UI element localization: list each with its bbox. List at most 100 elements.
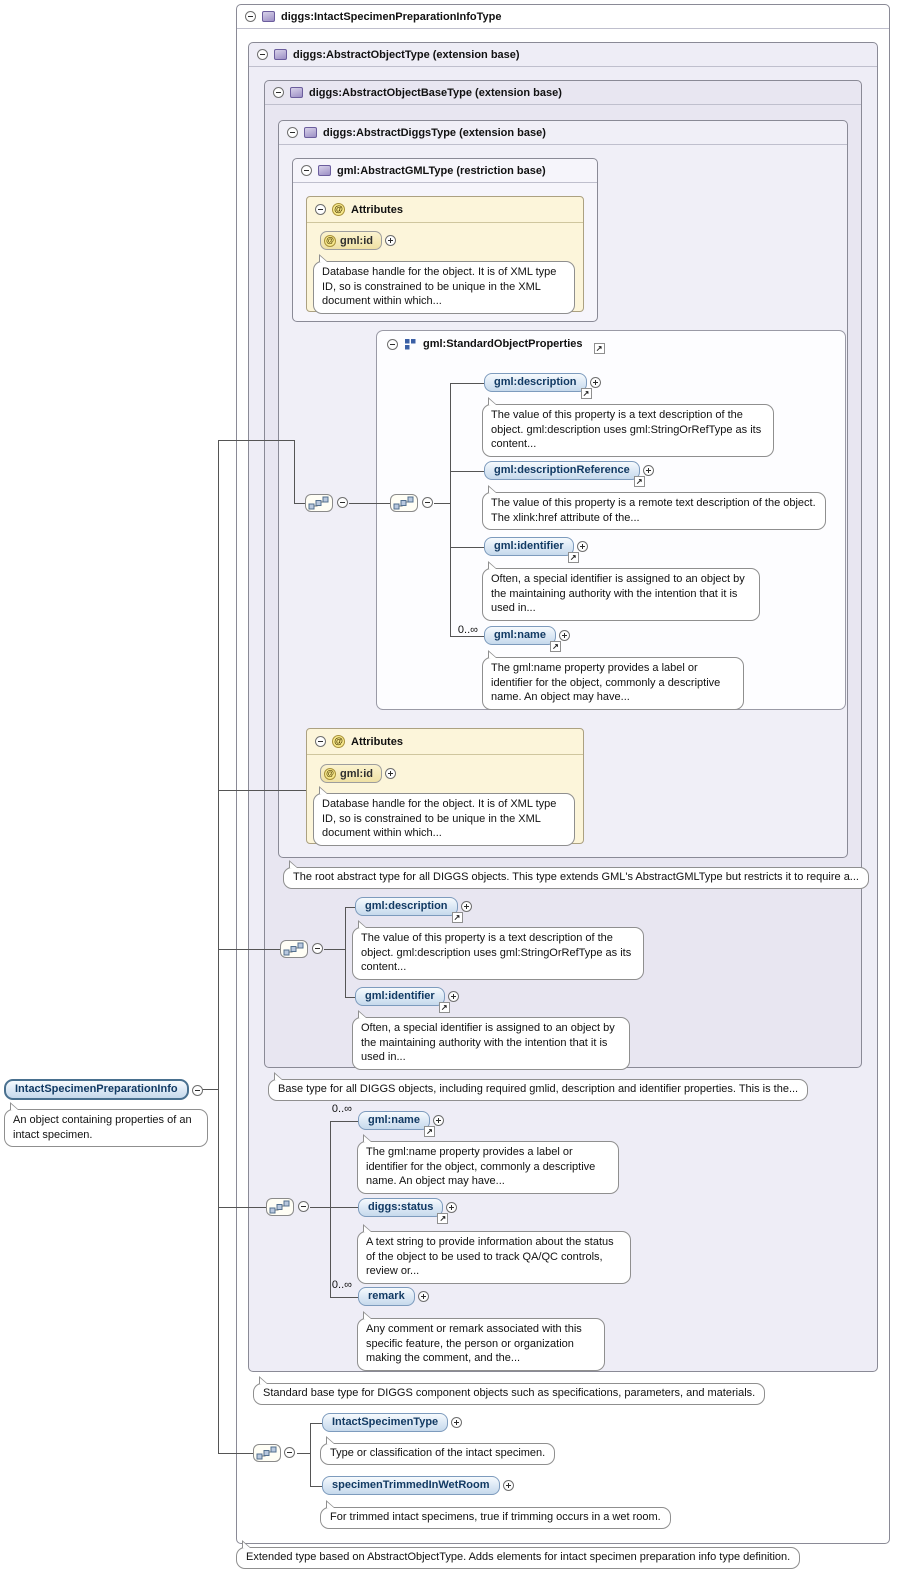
expand-toggle-icon[interactable] (447, 991, 459, 1002)
element-diggs-status[interactable]: diggs:status ↗ (358, 1198, 458, 1224)
collapse-toggle-icon[interactable] (245, 11, 256, 22)
collapse-toggle-icon[interactable] (315, 204, 326, 215)
collapse-toggle-icon[interactable] (273, 87, 284, 98)
jump-to-definition-icon[interactable]: ↗ (567, 552, 579, 563)
collapse-toggle-icon[interactable] (337, 497, 348, 508)
element-gml-name[interactable]: gml:name ↗ (484, 626, 570, 652)
element-gml-identifier[interactable]: gml:identifier ↗ (355, 987, 459, 1013)
sequence-compositor-icon[interactable] (305, 494, 333, 512)
attribute-gml-id[interactable]: @ gml:id (320, 764, 396, 783)
expand-toggle-icon[interactable] (446, 1202, 458, 1213)
type-box-abstract-object-type-header: diggs:AbstractObjectType (extension base… (249, 43, 877, 67)
expand-toggle-icon[interactable] (417, 1291, 429, 1302)
type-title-abstract-diggs-type: diggs:AbstractDiggsType (extension base) (323, 126, 546, 139)
connector-line (324, 949, 345, 950)
annotation-note-abstract-object-base-type: Base type for all DIGGS objects, includi… (268, 1072, 809, 1101)
element-gml-description-reference[interactable]: gml:descriptionReference ↗ (484, 461, 654, 487)
collapse-toggle-icon[interactable] (257, 49, 268, 60)
model-group-icon (404, 338, 417, 351)
annotation-note-gml-description-reference: The value of this property is a remote t… (482, 485, 826, 530)
attribute-label: gml:id (340, 234, 373, 247)
jump-to-definition-icon[interactable]: ↗ (437, 1213, 449, 1224)
expand-toggle-icon[interactable] (589, 377, 601, 388)
annotation-note-remark: Any comment or remark associated with th… (357, 1311, 605, 1371)
element-remark[interactable]: remark (358, 1287, 429, 1306)
attribute-gml-id[interactable]: @ gml:id (320, 231, 396, 250)
expand-toggle-icon[interactable] (451, 1417, 463, 1428)
expand-toggle-icon[interactable] (502, 1480, 514, 1491)
expand-toggle-icon[interactable] (558, 630, 570, 641)
connector-line (297, 1453, 310, 1454)
element-label: gml:name (368, 1114, 420, 1126)
complex-type-icon (290, 87, 303, 98)
jump-to-definition-icon[interactable]: ↗ (633, 476, 645, 487)
collapse-toggle-icon[interactable] (298, 1201, 309, 1212)
element-gml-name[interactable]: gml:name ↗ (358, 1111, 444, 1137)
connector-line (294, 440, 295, 503)
type-title-abstract-object-type: diggs:AbstractObjectType (extension base… (293, 48, 520, 61)
complex-type-icon (304, 127, 317, 138)
group-box-header: gml:StandardObjectProperties ↗ (377, 331, 845, 357)
annotation-note-intact-specimen-type: Type or classification of the intact spe… (320, 1436, 556, 1465)
expand-toggle-icon[interactable] (385, 235, 396, 246)
annotation-note-abstract-object-type: Standard base type for DIGGS component o… (253, 1376, 766, 1405)
collapse-toggle-icon[interactable] (301, 165, 312, 176)
element-gml-description[interactable]: gml:description ↗ (355, 897, 472, 923)
cardinality-label: 0..∞ (457, 624, 478, 636)
jump-to-definition-icon[interactable]: ↗ (423, 1126, 435, 1137)
type-title-abstract-object-base-type: diggs:AbstractObjectBaseType (extension … (309, 86, 562, 99)
connector-line (310, 1423, 311, 1487)
jump-to-definition-icon[interactable]: ↗ (438, 1002, 450, 1013)
collapse-toggle-icon[interactable] (287, 127, 298, 138)
expand-toggle-icon[interactable] (460, 901, 472, 912)
element-gml-identifier[interactable]: gml:identifier ↗ (484, 537, 588, 563)
annotation-note-abstract-diggs-type: The root abstract type for all DIGGS obj… (283, 860, 869, 889)
element-label: gml:identifier (494, 540, 564, 552)
annotation-note-gml-identifier: Often, a special identifier is assigned … (482, 561, 760, 621)
expand-toggle-icon[interactable] (576, 541, 588, 552)
expand-toggle-icon[interactable] (385, 768, 396, 779)
annotation-note-gml-name: The gml:name property provides a label o… (357, 1134, 619, 1194)
connector-line (218, 949, 280, 950)
collapse-toggle-icon[interactable] (284, 1447, 295, 1458)
connector-line (450, 547, 484, 548)
sequence-compositor-icon[interactable] (390, 494, 418, 512)
element-intact-specimen-type[interactable]: IntactSpecimenType (322, 1413, 463, 1432)
annotation-note-element: An object containing properties of an in… (4, 1102, 208, 1147)
connector-line (450, 383, 484, 384)
element-intact-specimen-preparation-info[interactable]: IntactSpecimenPreparationInfo (4, 1079, 203, 1100)
collapse-toggle-icon[interactable] (422, 497, 433, 508)
jump-to-definition-icon[interactable]: ↗ (593, 343, 605, 354)
jump-to-definition-icon[interactable]: ↗ (549, 641, 561, 652)
type-title-root: diggs:IntactSpecimenPreparationInfoType (281, 10, 502, 23)
jump-to-definition-icon[interactable]: ↗ (580, 388, 592, 399)
element-specimen-trimmed-in-wet-room[interactable]: specimenTrimmedInWetRoom (322, 1476, 514, 1495)
annotation-note-gml-description: The value of this property is a text des… (482, 397, 774, 457)
attributes-panel-header: @ Attributes (307, 197, 583, 223)
collapse-toggle-icon[interactable] (387, 338, 398, 350)
collapse-toggle-icon[interactable] (191, 1085, 203, 1096)
annotation-note-gml-name: The gml:name property provides a label o… (482, 650, 744, 710)
connector-line (218, 790, 306, 791)
connector-line (310, 1207, 330, 1208)
attribute-icon: @ (324, 234, 336, 247)
sequence-compositor-icon[interactable] (280, 940, 308, 958)
annotation-note-gml-identifier: Often, a special identifier is assigned … (352, 1010, 630, 1070)
annotation-note-specimen-trimmed-in-wet-room: For trimmed intact specimens, true if tr… (320, 1500, 671, 1529)
collapse-toggle-icon[interactable] (315, 736, 326, 747)
type-box-abstract-gml-type-header: gml:AbstractGMLType (restriction base) (293, 159, 597, 183)
element-gml-description[interactable]: gml:description ↗ (484, 373, 601, 399)
sequence-compositor-icon[interactable] (266, 1198, 294, 1216)
type-title-abstract-gml-type: gml:AbstractGMLType (restriction base) (337, 164, 546, 177)
connector-line (434, 503, 450, 504)
expand-toggle-icon[interactable] (432, 1115, 444, 1126)
collapse-toggle-icon[interactable] (312, 943, 323, 954)
sequence-compositor-icon[interactable] (253, 1444, 281, 1462)
expand-toggle-icon[interactable] (642, 465, 654, 476)
connector-line (196, 1089, 218, 1090)
element-label: gml:name (494, 629, 546, 641)
jump-to-definition-icon[interactable]: ↗ (451, 912, 463, 923)
connector-line (310, 1423, 322, 1424)
element-label: diggs:status (368, 1201, 434, 1213)
